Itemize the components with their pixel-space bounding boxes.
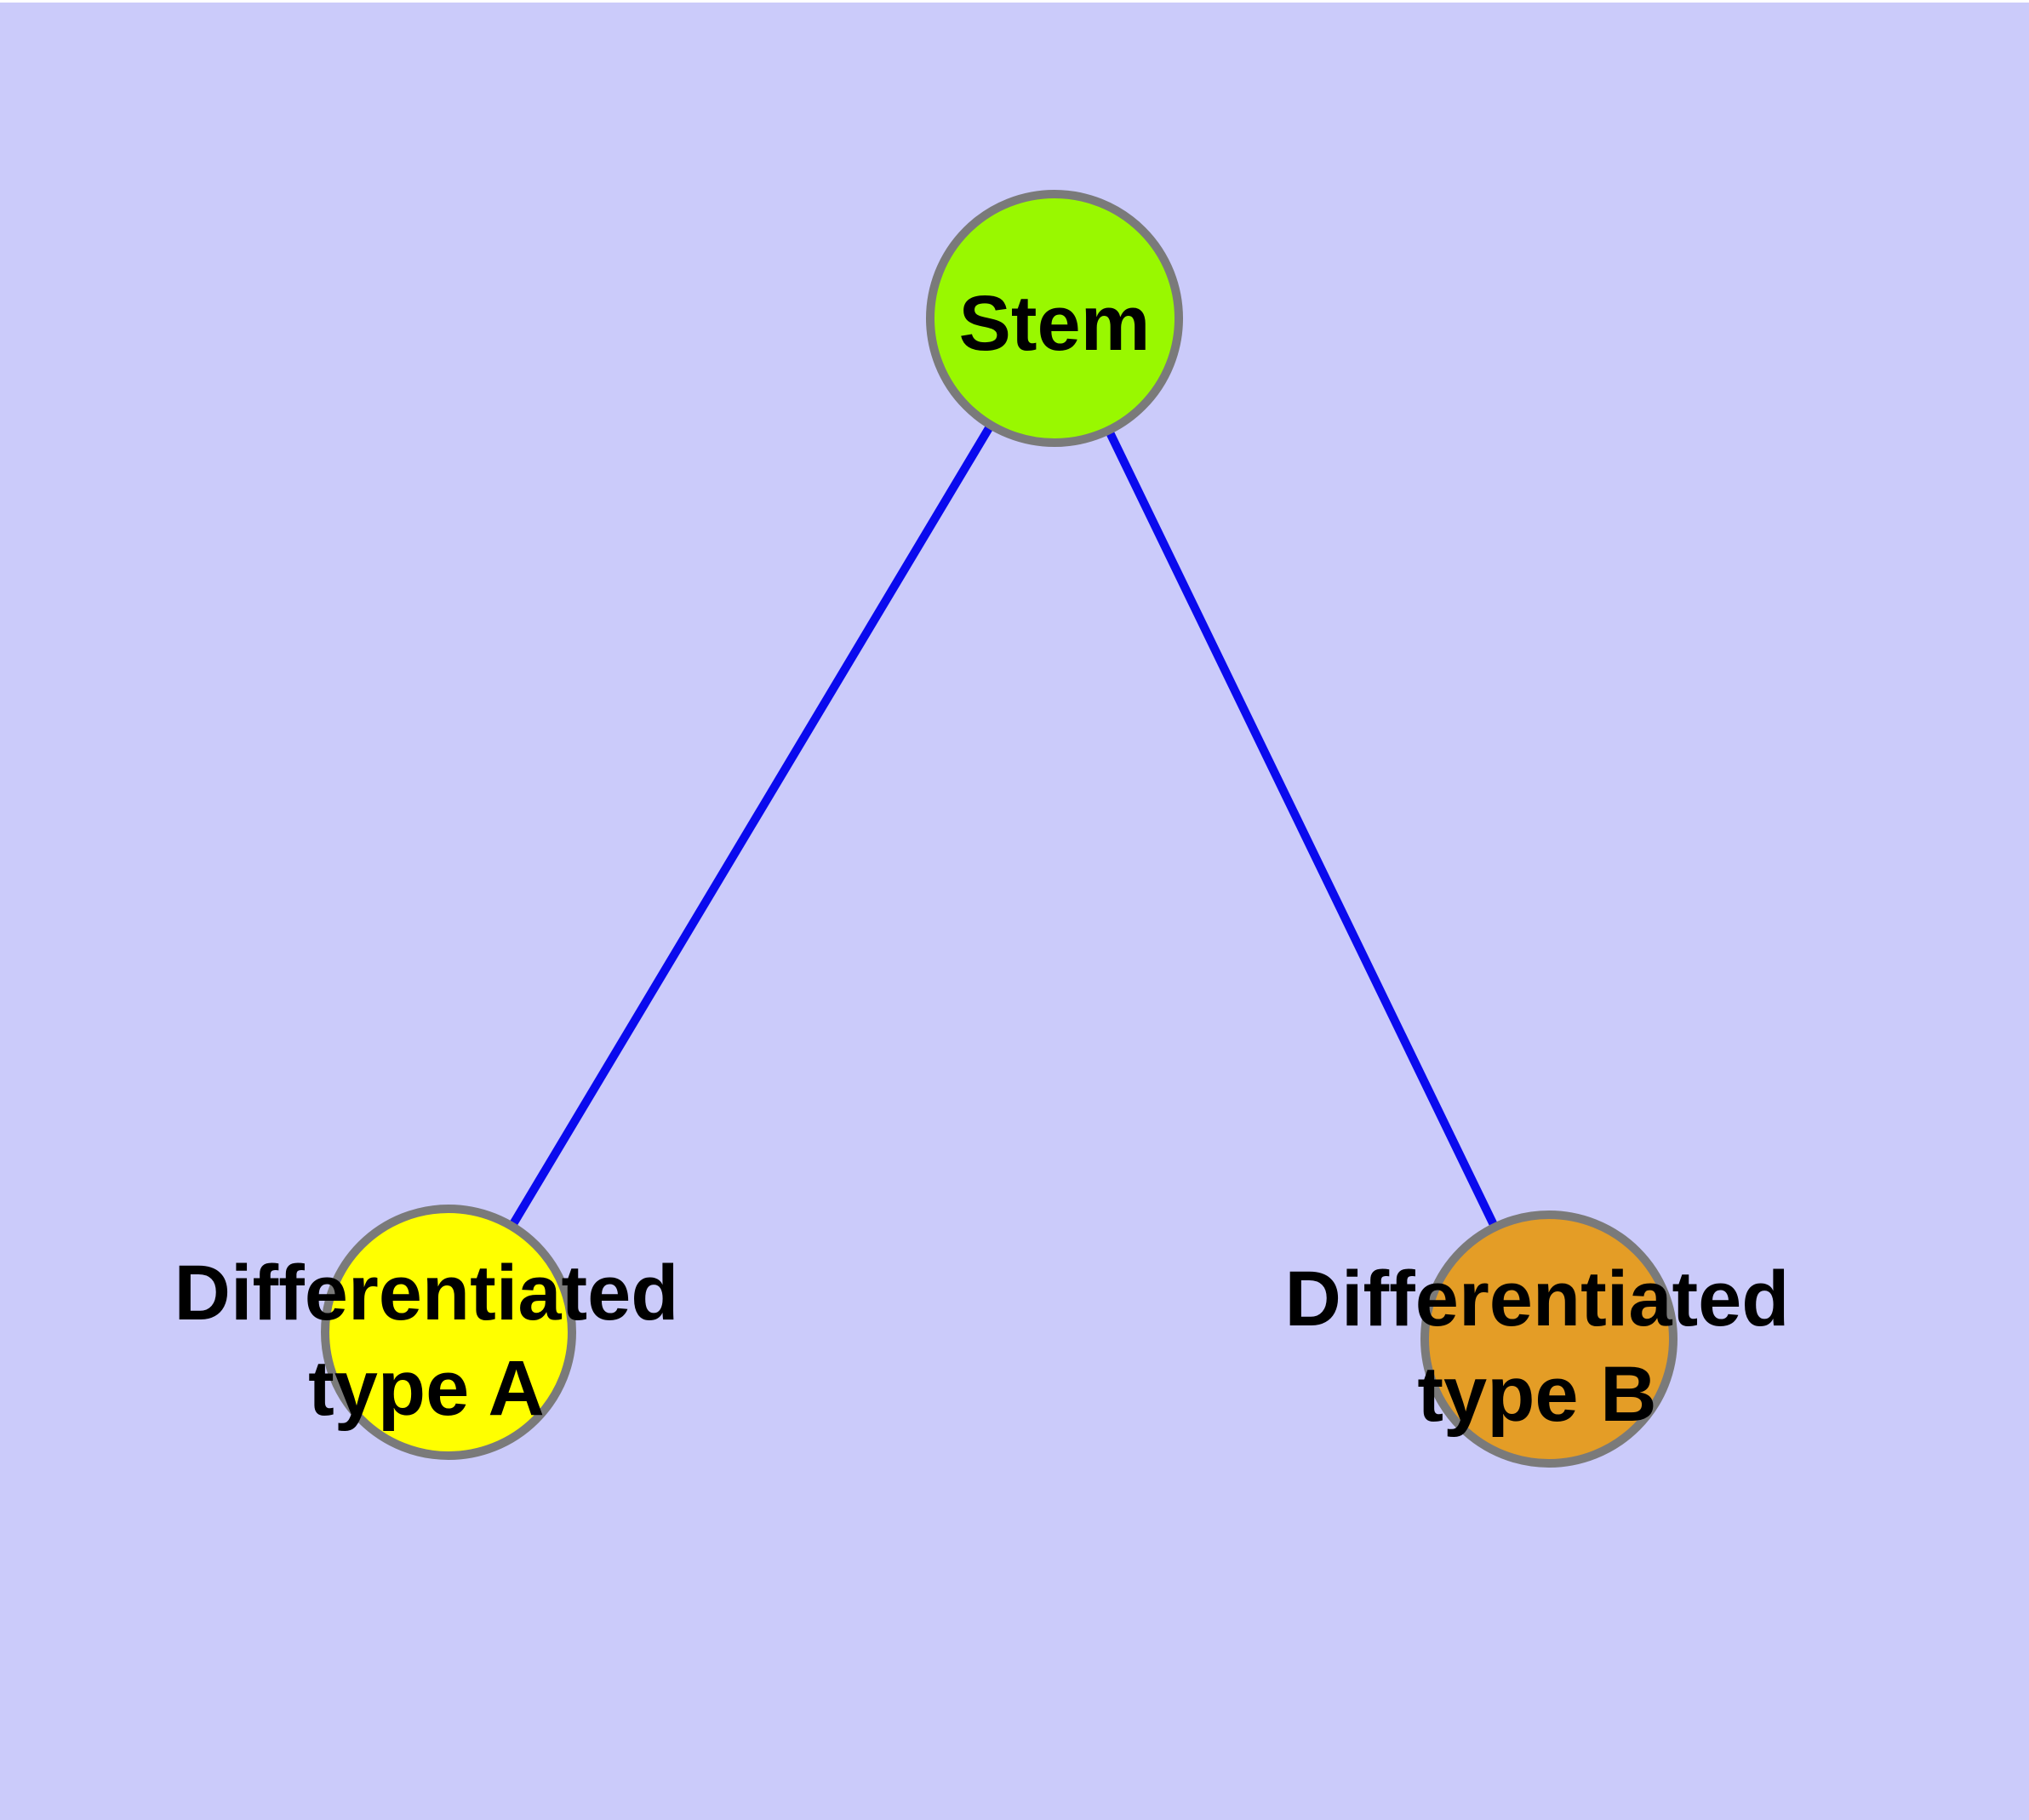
- node-type-a-label-line1: Differentiated: [174, 1250, 679, 1336]
- edge-stem-to-type-b: [1050, 316, 1553, 1342]
- node-type-b-label-line2: type B: [1417, 1351, 1656, 1438]
- node-differentiated-type-a[interactable]: [321, 1205, 576, 1460]
- node-stem-label: Stem: [959, 280, 1151, 367]
- node-differentiated-type-b[interactable]: [1420, 1210, 1677, 1468]
- node-stem[interactable]: [926, 190, 1183, 447]
- node-type-a-label-line2: type A: [308, 1345, 545, 1432]
- top-edge-strip: [0, 0, 2029, 3]
- node-type-b-label-line1: Differentiated: [1285, 1256, 1790, 1342]
- edge-stem-to-type-a: [444, 316, 1059, 1335]
